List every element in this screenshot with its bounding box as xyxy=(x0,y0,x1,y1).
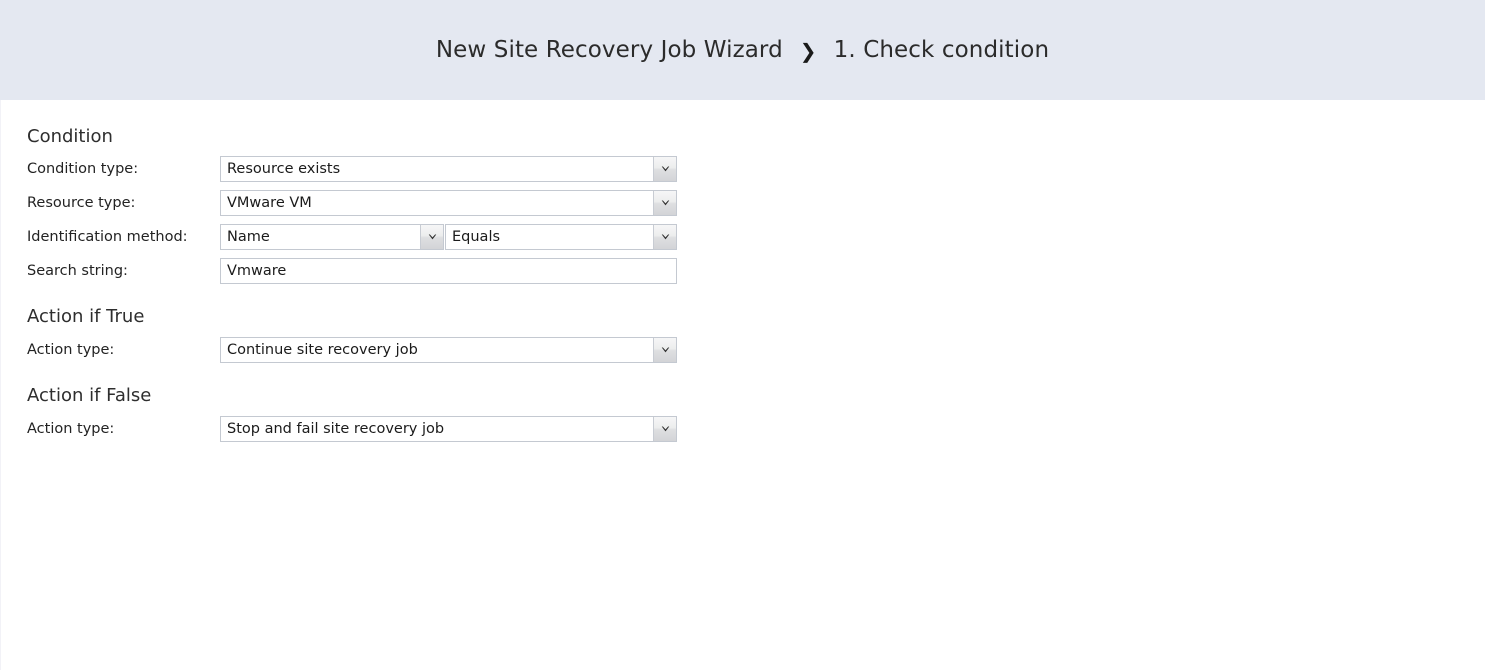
dropdown-resource-type[interactable]: VMware VM xyxy=(220,190,677,216)
chevron-down-glyph xyxy=(661,426,669,432)
dropdown-identification-method[interactable]: Name xyxy=(220,224,444,250)
chevron-down-icon[interactable] xyxy=(653,338,676,362)
dropdown-resource-type-value: VMware VM xyxy=(221,191,653,215)
dropdown-identification-method-value: Name xyxy=(221,225,420,249)
dropdown-identification-operator[interactable]: Equals xyxy=(445,224,677,250)
right-edge-gutter xyxy=(1485,0,1496,670)
breadcrumb-step-label: 1. Check condition xyxy=(833,37,1050,63)
chevron-down-icon[interactable] xyxy=(653,417,676,441)
dropdown-action-if-true-type-value: Continue site recovery job xyxy=(221,338,653,362)
label-search-string: Search string: xyxy=(27,263,128,279)
wizard-form-area: Condition Condition type: Resource exist… xyxy=(0,100,1485,670)
section-title-condition: Condition xyxy=(27,126,113,147)
wizard-header-bar: New Site Recovery Job Wizard ❯ 1. Check … xyxy=(0,0,1485,100)
chevron-down-glyph xyxy=(661,234,669,240)
label-action-if-false-type: Action type: xyxy=(27,421,115,437)
breadcrumb-wizard-title: New Site Recovery Job Wizard xyxy=(435,37,783,63)
section-title-action-if-true: Action if True xyxy=(27,306,145,327)
dropdown-identification-operator-value: Equals xyxy=(446,225,653,249)
dropdown-action-if-false-type-value: Stop and fail site recovery job xyxy=(221,417,653,441)
chevron-down-icon[interactable] xyxy=(653,157,676,181)
dropdown-action-if-true-type[interactable]: Continue site recovery job xyxy=(220,337,677,363)
chevron-down-glyph xyxy=(661,200,669,206)
section-title-action-if-false: Action if False xyxy=(27,385,152,406)
search-string-input[interactable]: Vmware xyxy=(220,258,677,284)
dropdown-condition-type-value: Resource exists xyxy=(221,157,653,181)
breadcrumb-separator-icon: ❯ xyxy=(799,39,817,63)
label-resource-type: Resource type: xyxy=(27,195,136,211)
search-string-input-value: Vmware xyxy=(221,259,676,283)
label-condition-type: Condition type: xyxy=(27,161,139,177)
dropdown-action-if-false-type[interactable]: Stop and fail site recovery job xyxy=(220,416,677,442)
chevron-down-glyph xyxy=(661,347,669,353)
label-identification-method: Identification method: xyxy=(27,229,188,245)
chevron-down-icon[interactable] xyxy=(653,225,676,249)
breadcrumb: New Site Recovery Job Wizard ❯ 1. Check … xyxy=(436,37,1049,63)
chevron-down-icon[interactable] xyxy=(653,191,676,215)
chevron-down-glyph xyxy=(428,234,436,240)
chevron-down-glyph xyxy=(661,166,669,172)
label-action-if-true-type: Action type: xyxy=(27,342,115,358)
chevron-down-icon[interactable] xyxy=(420,225,443,249)
dropdown-condition-type[interactable]: Resource exists xyxy=(220,156,677,182)
